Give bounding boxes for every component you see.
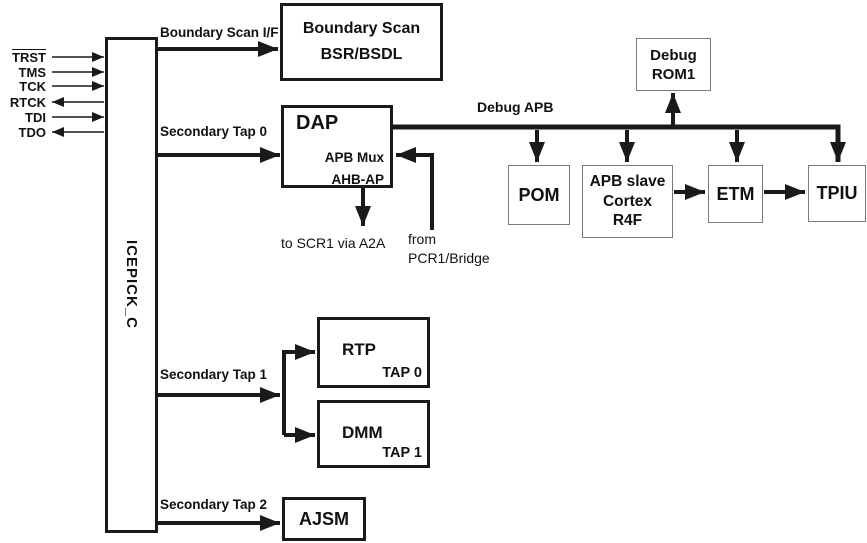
icepick-c-block: ICEPICK_C [105,37,158,533]
etm-label: ETM [716,183,755,204]
cortex-line2: Cortex [602,192,653,210]
tpiu-block: TPIU [808,165,866,222]
dap-apb-mux-label: APB Mux [324,150,384,165]
signal-label-tck: TCK [19,79,46,94]
tpiu-label: TPIU [816,183,858,203]
from-pcr1-label-line1: from [408,231,436,247]
etm-block: ETM [708,165,763,223]
signal-label-tms: TMS [18,65,46,80]
pom-label: POM [518,184,560,205]
ajsm-label: AJSM [298,508,349,529]
pom-block: POM [508,165,570,225]
icepick-c-label: ICEPICK_C [123,240,140,330]
from-pcr1-label-line2: PCR1/Bridge [408,250,490,266]
signal-label-trst: TRST [12,50,46,65]
rtp-label: RTP [342,340,376,359]
pcr1-to-dap-arrow [396,147,434,230]
debug-apb-label: Debug APB [477,99,554,115]
dmm-label: DMM [342,423,383,442]
debug-apb-bus [393,124,846,162]
debug-rom1-line2: ROM1 [651,65,696,83]
secondary-tap0-label: Secondary Tap 0 [160,124,268,139]
rtp-tap-label: TAP 0 [382,365,422,381]
to-scr1-label: to SCR1 via A2A [281,235,386,251]
secondary-tap2-label: Secondary Tap 2 [160,497,268,512]
dap-title: DAP [296,112,339,134]
cortex-r4f-block: APB slave Cortex R4F [582,165,673,238]
ajsm-block: AJSM [282,497,366,541]
dmm-tap-label: TAP 1 [382,445,422,461]
boundary-scan-if-label: Boundary Scan I/F [160,25,279,40]
signal-label-rtck: RTCK [9,95,46,110]
debug-rom1-block: Debug ROM1 [636,38,711,91]
rtp-block: RTP TAP 0 [317,317,430,388]
boundary-scan-line2: BSR/BSDL [320,46,403,63]
dap-ahb-ap-label: AHB-AP [331,172,385,187]
dmm-block: DMM TAP 1 [317,400,430,468]
secondary-tap1-label: Secondary Tap 1 [160,367,268,382]
dap-block: DAP APB Mux AHB-AP [281,105,393,188]
debug-rom1-line1: Debug [650,46,697,64]
cortex-line1: APB slave [589,173,666,191]
tap1-branch-rtp-arrow [282,344,315,435]
signal-label-tdo: TDO [18,125,46,140]
boundary-scan-line1: Boundary Scan [302,20,421,37]
signal-label-tdi: TDI [25,110,46,125]
boundary-scan-block: Boundary Scan BSR/BSDL [280,3,443,81]
cortex-line3: R4F [612,212,643,230]
